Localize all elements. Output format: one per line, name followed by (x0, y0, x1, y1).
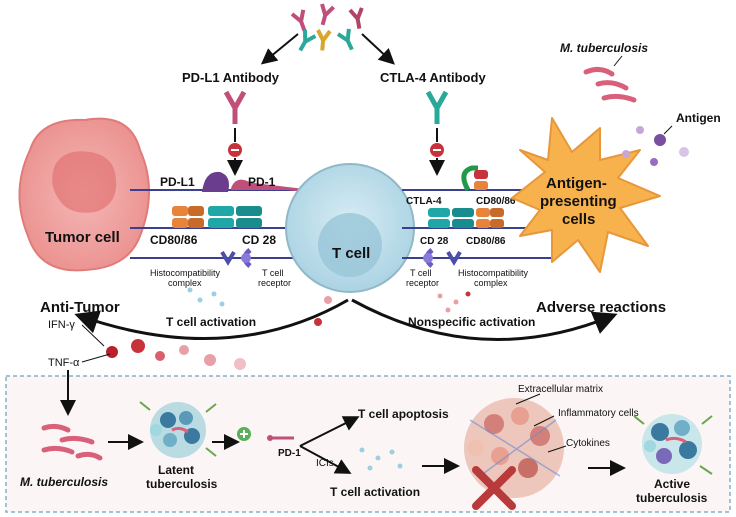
pd-1-label: PD-1 (248, 175, 276, 189)
antibody-cluster (290, 3, 364, 52)
latent-granuloma-icon (139, 401, 217, 458)
tumor-nucleus (52, 151, 117, 213)
apc-label-2: presenting (540, 193, 617, 210)
cd28-receptor-left (208, 206, 262, 228)
active-tb-label-2: tuberculosis (636, 491, 708, 505)
t-cell-activation-bottom-label: T cell activation (330, 485, 420, 499)
cd28-label-right: CD 28 (420, 236, 449, 247)
t-cell-nucleus (318, 213, 382, 277)
apc-label-3: cells (562, 211, 595, 228)
icis-label: ICIs (316, 458, 334, 469)
cytokine-particles-left (106, 287, 332, 370)
pd1-bottom-label: PD-1 (278, 448, 301, 459)
damaged-tissue-icon (464, 398, 564, 498)
active-granuloma-icon (633, 414, 713, 475)
t-cell-activation-label-mid: T cell activation (166, 315, 256, 329)
t-cell-dots (359, 447, 403, 471)
inflammatory-cells-label: Inflammatory cells (558, 408, 639, 419)
cd80-86-receptor-right (476, 208, 504, 228)
adverse-reactions-label: Adverse reactions (536, 299, 666, 316)
m-tuberculosis-top-label: M. tuberculosis (560, 41, 648, 55)
adverse-reaction-arrow (351, 298, 618, 341)
pd-l1-label: PD-L1 (160, 175, 195, 189)
pdl1-antibody-icon (223, 90, 247, 124)
nonspecific-activation-label: Nonspecific activation (408, 315, 535, 329)
cytokines-label: Cytokines (566, 438, 610, 449)
cd80-86-label-left: CD80/86 (150, 233, 198, 247)
ctla4-antibody-label: CTLA-4 Antibody (380, 70, 486, 85)
t-cell-receptor-label-right-1: T cell (410, 268, 431, 278)
active-tb-label-1: Active (654, 477, 690, 491)
cross-icon (472, 466, 516, 510)
histocompatibility-label-left-2: complex (168, 278, 202, 288)
t-cell-receptor-label-left-1: T cell (262, 268, 283, 278)
t-cell-receptor-label-left-2: receptor (258, 278, 291, 288)
cd80-86-receptor-top (474, 170, 488, 190)
ctla4-receptor-icon (461, 165, 478, 192)
pd-1-receptor-icon (230, 179, 301, 192)
pdl1-antibody-label: PD-L1 Antibody (182, 70, 280, 85)
histocompatibility-label-left-1: Histocompatibility (150, 268, 221, 278)
tuberculosis-panel (5, 375, 731, 513)
histocompatibility-label-right-1: Histocompatibility (458, 268, 529, 278)
anti-tumor-label: Anti-Tumor (40, 299, 120, 316)
cytokine-particles-right (437, 291, 471, 313)
tnf-alpha-label: TNF-α (48, 357, 80, 369)
ifn-gamma-label: IFN-γ (48, 319, 75, 331)
antigen-particles (622, 126, 689, 166)
m-tuberculosis-bottom-label: M. tuberculosis (20, 475, 108, 489)
extracellular-matrix-label: Extracellular matrix (518, 384, 603, 395)
apc-label-1: Antigen- (546, 175, 607, 192)
pd-l1-receptor-icon (202, 171, 229, 192)
tumor-cell-label: Tumor cell (45, 229, 120, 246)
cd80-86-receptor-left (172, 206, 204, 228)
latent-tb-label-2: tuberculosis (146, 477, 218, 491)
m-tuberculosis-bacteria-icon (583, 66, 637, 103)
histocompatibility-label-right-2: complex (474, 278, 508, 288)
cd80-86-label-right: CD80/86 (466, 236, 506, 247)
m-tuberculosis-bottom-icon (41, 423, 103, 461)
histocompatibility-icon-right (446, 250, 462, 266)
cd28-receptor-right (428, 208, 474, 228)
cd80-86-top-label: CD80/86 (476, 196, 516, 207)
ctla4-label: CTLA-4 (406, 196, 442, 207)
t-cell-apoptosis-label: T cell apoptosis (358, 407, 449, 421)
histocompatibility-icon-left (220, 250, 236, 266)
t-cell-receptor-label-right-2: receptor (406, 278, 439, 288)
anti-tumor-arrow (74, 298, 349, 340)
antigen-label: Antigen (676, 111, 721, 125)
t-cell-label: T cell (332, 245, 370, 262)
cd28-label-left: CD 28 (242, 233, 276, 247)
ctla4-antibody-icon (425, 90, 449, 124)
latent-tb-label-1: Latent (158, 463, 194, 477)
